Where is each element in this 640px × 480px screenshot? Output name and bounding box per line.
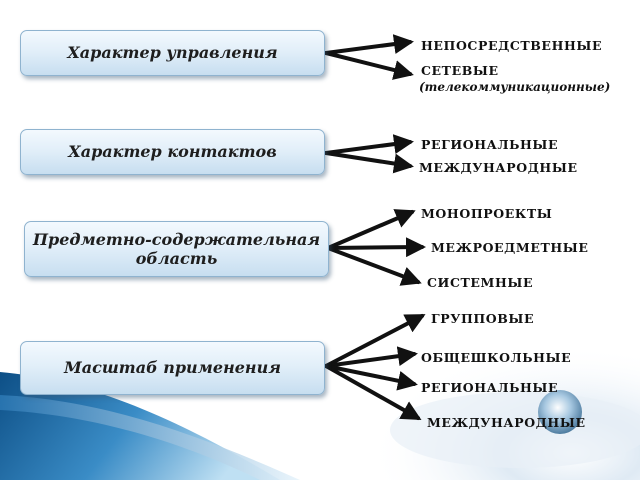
arrow <box>326 246 422 286</box>
item-note: (телекоммуникационные) <box>419 80 611 94</box>
category-box-subject-area: Предметно-содержательная область <box>24 221 329 277</box>
arrow <box>326 209 416 250</box>
item-label: МЕЖДУНАРОДНЫЕ <box>419 160 578 175</box>
background-swoosh-light <box>0 395 300 480</box>
arrow <box>326 237 426 258</box>
arrow <box>324 34 414 55</box>
item-label: РЕГИОНАЛЬНЫЕ <box>421 380 559 395</box>
category-label: Характер контактов <box>68 142 277 162</box>
item-label: РЕГИОНАЛЬНЫЕ <box>421 137 559 152</box>
arrow <box>324 151 414 174</box>
item-label: НЕПОСРЕДСТВЕННЫЕ <box>421 38 603 53</box>
arrow <box>324 51 414 80</box>
item-label: СИСТЕМНЫЕ <box>427 275 534 290</box>
arrow <box>324 134 414 155</box>
category-box-contacts: Характер контактов <box>20 129 325 175</box>
arrow <box>324 346 418 368</box>
item-label: ГРУППОВЫЕ <box>431 311 535 326</box>
item-label: ОБЩЕШКОЛЬНЫЕ <box>421 350 572 365</box>
category-label: Масштаб применения <box>64 358 281 378</box>
item-label: МЕЖДУНАРОДНЫЕ <box>427 415 586 430</box>
category-box-scale: Масштаб применения <box>20 341 325 395</box>
decorative-orb <box>538 390 582 434</box>
item-label: МЕЖРОЕДМЕТНЫЕ <box>431 240 589 255</box>
category-label: Характер управления <box>67 43 278 63</box>
category-box-management: Характер управления <box>20 30 325 76</box>
arrow <box>324 364 422 420</box>
category-label: Предметно-содержательная область <box>32 229 321 268</box>
arrow <box>324 364 418 391</box>
item-label: МОНОПРОЕКТЫ <box>421 206 553 221</box>
arrow <box>324 314 426 368</box>
item-label: СЕТЕВЫЕ <box>421 63 499 78</box>
